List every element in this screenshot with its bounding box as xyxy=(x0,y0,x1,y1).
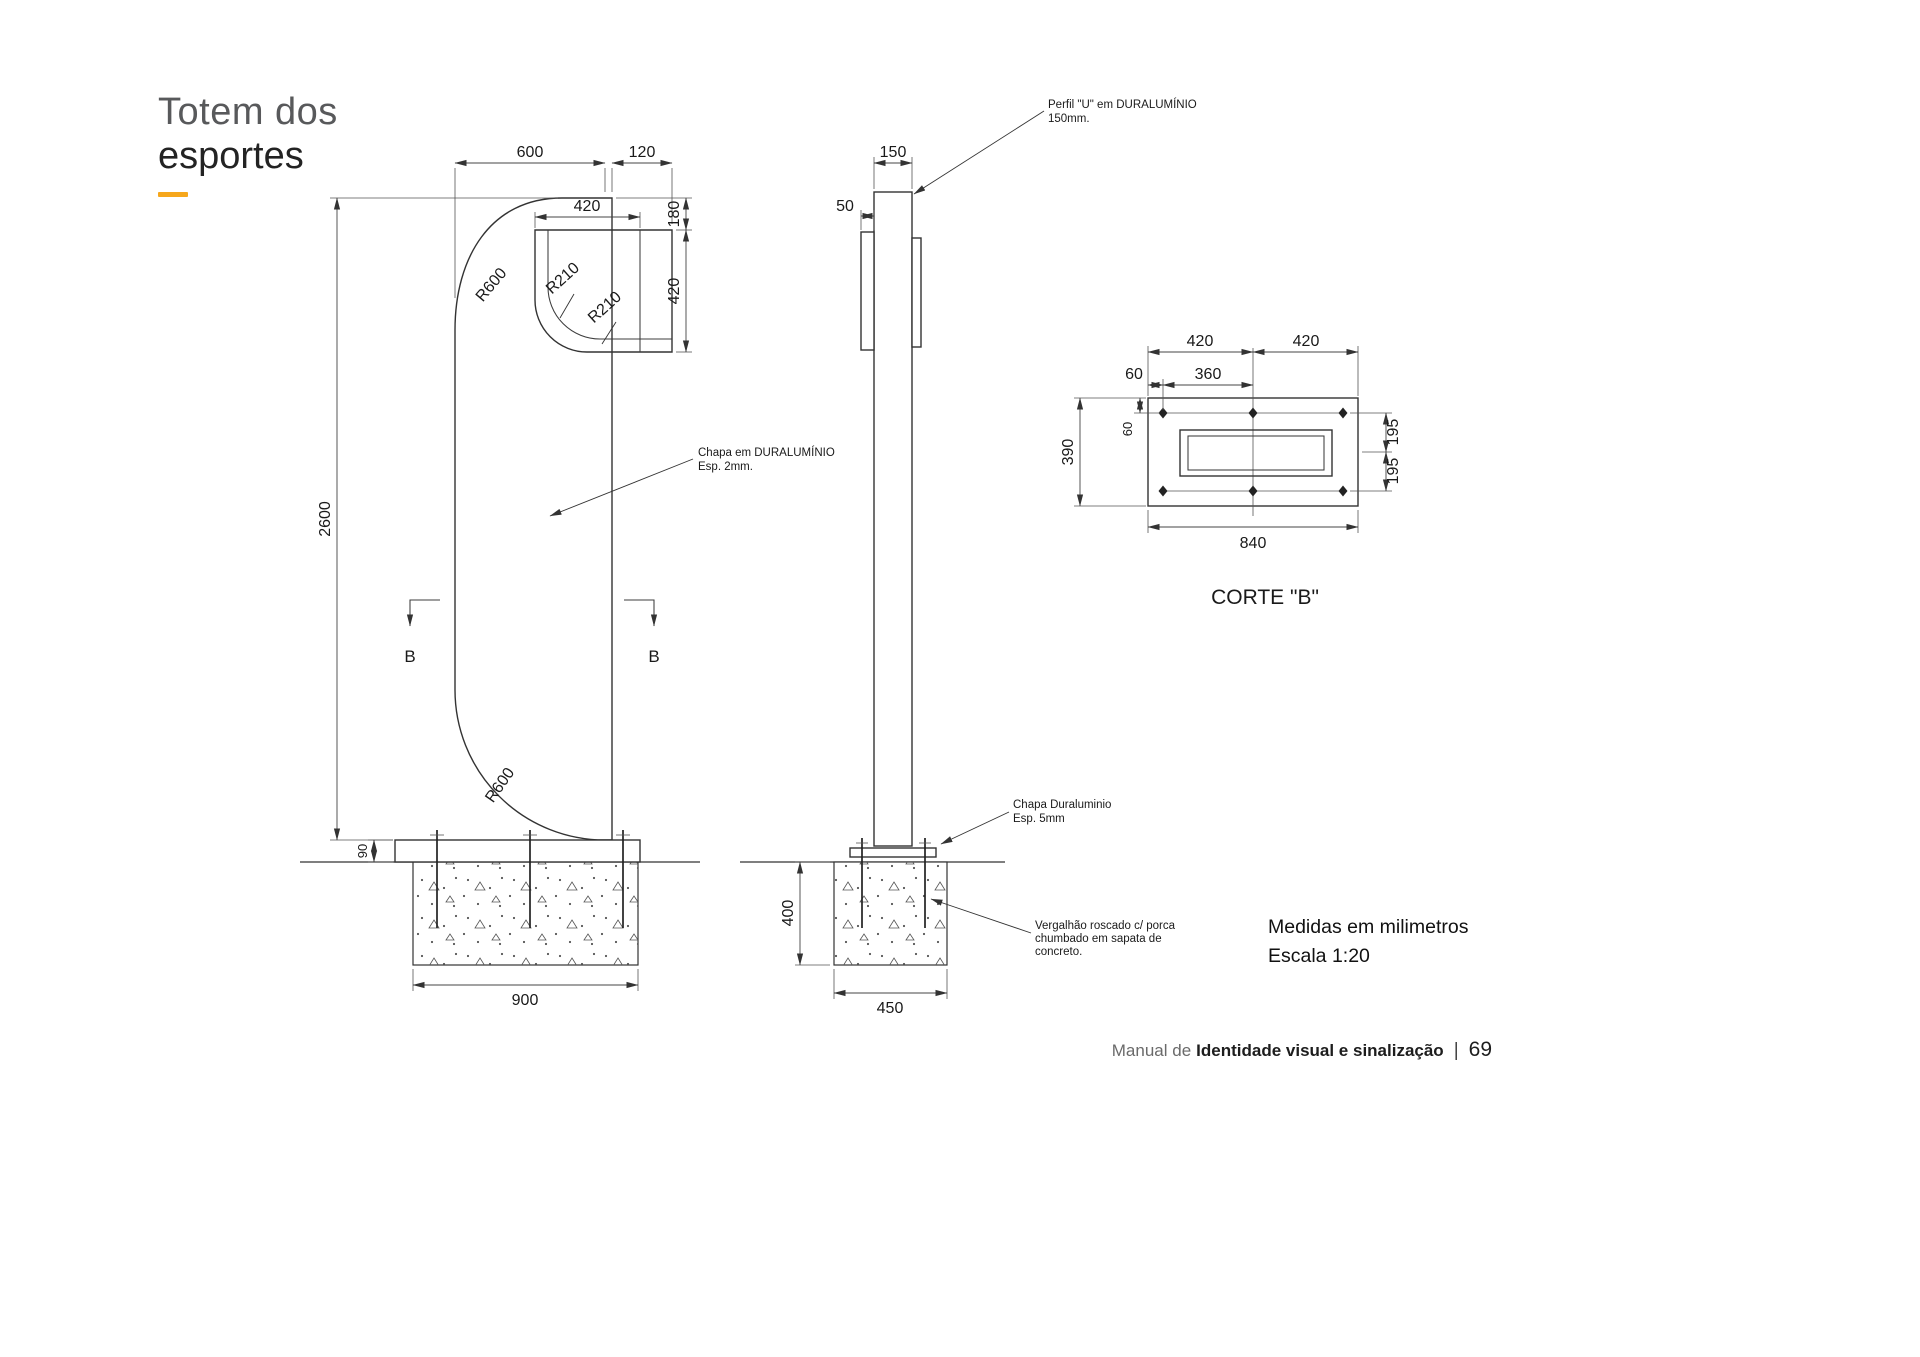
radius-inner-b-leader xyxy=(601,321,617,345)
side-base xyxy=(849,838,937,928)
front-anchor-bolts xyxy=(430,830,630,928)
dim-corte-bolt-top-offset: 60 xyxy=(1120,422,1135,436)
dim-corte-rows-group: 195 195 xyxy=(1350,412,1402,492)
dim-panel-height: 420 xyxy=(666,278,683,305)
dim-total-height-group: 2600 xyxy=(317,197,558,841)
dim-side-foundation-width-group: 450 xyxy=(833,969,948,1017)
footer-separator: | xyxy=(1453,1040,1459,1061)
annotation-sheet-line2: Esp. 2mm. xyxy=(698,461,753,473)
dim-profile-width: 150 xyxy=(880,144,907,161)
corte-bolts xyxy=(1158,407,1348,497)
sign-panel-inner-frame xyxy=(547,230,672,340)
page-title-line2: esportes xyxy=(158,135,304,177)
dim-corte-bolt-spacing: 360 xyxy=(1195,366,1222,383)
side-post xyxy=(873,191,913,847)
annotation-anchor-line1: Vergalhão roscado c/ porca xyxy=(1035,920,1176,932)
dim-corte-right-half: 420 xyxy=(1293,333,1320,350)
annotation-profile-line1: Perfil "U" em DURALUMÍNIO xyxy=(1048,98,1197,111)
annotation-sheet-line1: Chapa em DURALUMÍNIO xyxy=(698,446,835,459)
dim-corte-left-half: 420 xyxy=(1187,333,1214,350)
notes-block: Medidas em milimetros Escala 1:20 xyxy=(1268,913,1468,971)
corte-u-channel-inner xyxy=(1187,435,1325,471)
annotation-base-line2: Esp. 5mm xyxy=(1013,813,1065,825)
footer-prefix: Manual de xyxy=(1111,1041,1192,1060)
dim-panel-width-group: 420 xyxy=(534,198,641,228)
section-mark-left: B xyxy=(404,599,440,666)
dim-corte-width-group: 840 xyxy=(1147,510,1359,552)
front-base-plate xyxy=(394,839,641,863)
annotation-anchor-rod: Vergalhão roscado c/ porca chumbado em s… xyxy=(930,898,1176,958)
dim-top-right-offset-group: 120 xyxy=(611,144,673,224)
front-foundation xyxy=(412,861,639,966)
dim-panel-top-offset: 180 xyxy=(666,201,683,228)
footer-manual-name: Identidade visual e sinalização xyxy=(1196,1041,1444,1060)
page-title-line1: Totem dos xyxy=(158,91,338,133)
annotation-profile-line2: 150mm. xyxy=(1048,113,1090,125)
notes-scale: Escala 1:20 xyxy=(1268,945,1370,967)
dim-corte-row-top: 195 xyxy=(1385,419,1402,446)
sign-panel-outline xyxy=(534,229,673,353)
section-marker-left-label: B xyxy=(404,647,415,666)
dim-top-right-offset: 120 xyxy=(629,144,656,161)
dim-profile-width-group: 150 xyxy=(873,144,913,189)
dim-panel-width: 420 xyxy=(574,198,601,215)
dim-corte-plate-height: 390 xyxy=(1060,439,1077,466)
dim-base-plate: 90 xyxy=(355,844,370,858)
annotation-anchor-line3: concreto. xyxy=(1035,946,1082,958)
annotation-base-line1: Chapa Duraluminio xyxy=(1013,799,1111,811)
dim-top-width-group: 600 xyxy=(454,144,606,298)
annotation-sheet: Chapa em DURALUMÍNIO Esp. 2mm. xyxy=(549,446,835,517)
dim-top-width: 600 xyxy=(517,144,544,161)
dim-corte-halves-group: 420 420 xyxy=(1147,333,1359,396)
annotation-profile: Perfil "U" em DURALUMÍNIO 150mm. xyxy=(913,98,1197,195)
dim-side-foundation-width: 450 xyxy=(877,1000,904,1017)
section-mark-right: B xyxy=(624,599,660,666)
dim-corte-bolt-offsets-group: 60 360 xyxy=(1125,366,1254,410)
annotation-base-sheet: Chapa Duraluminio Esp. 5mm xyxy=(940,799,1111,845)
side-foundation xyxy=(833,861,948,966)
dim-base-plate-group: 90 xyxy=(355,839,393,863)
dim-foundation-width-group: 900 xyxy=(412,969,639,1009)
dim-corte-bolt-top-offset-group: 60 xyxy=(1120,397,1160,436)
section-view-corte-b: 420 420 60 360 390 60 xyxy=(1060,333,1402,552)
dim-foundation-depth: 400 xyxy=(780,900,797,927)
dim-sheet-offset: 50 xyxy=(836,198,854,215)
front-view: 600 120 420 xyxy=(300,144,835,1009)
totem-blade-outline xyxy=(454,197,613,841)
corte-u-channel-outer xyxy=(1179,429,1333,477)
dim-corte-bolt-edge-offset: 60 xyxy=(1125,366,1143,383)
section-title: CORTE "B" xyxy=(1211,586,1319,609)
accent-dash xyxy=(158,192,188,197)
dim-foundation-depth-group: 400 xyxy=(780,861,830,966)
dim-foundation-width: 900 xyxy=(512,992,539,1009)
dim-sheet-offset-group: 50 xyxy=(836,198,875,230)
dim-total-height: 2600 xyxy=(317,501,334,537)
side-sheet-left xyxy=(860,231,875,351)
footer-page-number: 69 xyxy=(1468,1038,1492,1061)
section-marker-right-label: B xyxy=(648,647,659,666)
notes-units: Medidas em milimetros xyxy=(1268,916,1469,938)
dim-corte-height-group: 390 xyxy=(1060,397,1146,507)
side-sheet-right xyxy=(911,237,922,348)
page-footer: Manual de Identidade visual e sinalizaçã… xyxy=(1112,1038,1492,1062)
annotation-anchor-line2: chumbado em sapata de xyxy=(1035,933,1162,945)
side-view: 150 50 400 450 xyxy=(740,98,1197,1017)
dim-corte-plate-width: 840 xyxy=(1240,535,1267,552)
dim-corte-row-bottom: 195 xyxy=(1385,458,1402,485)
dim-panel-vertical-group: 180 420 xyxy=(616,197,692,353)
radius-inner-a-leader xyxy=(559,293,575,319)
title-block: Totem dos esportes xyxy=(158,90,338,197)
